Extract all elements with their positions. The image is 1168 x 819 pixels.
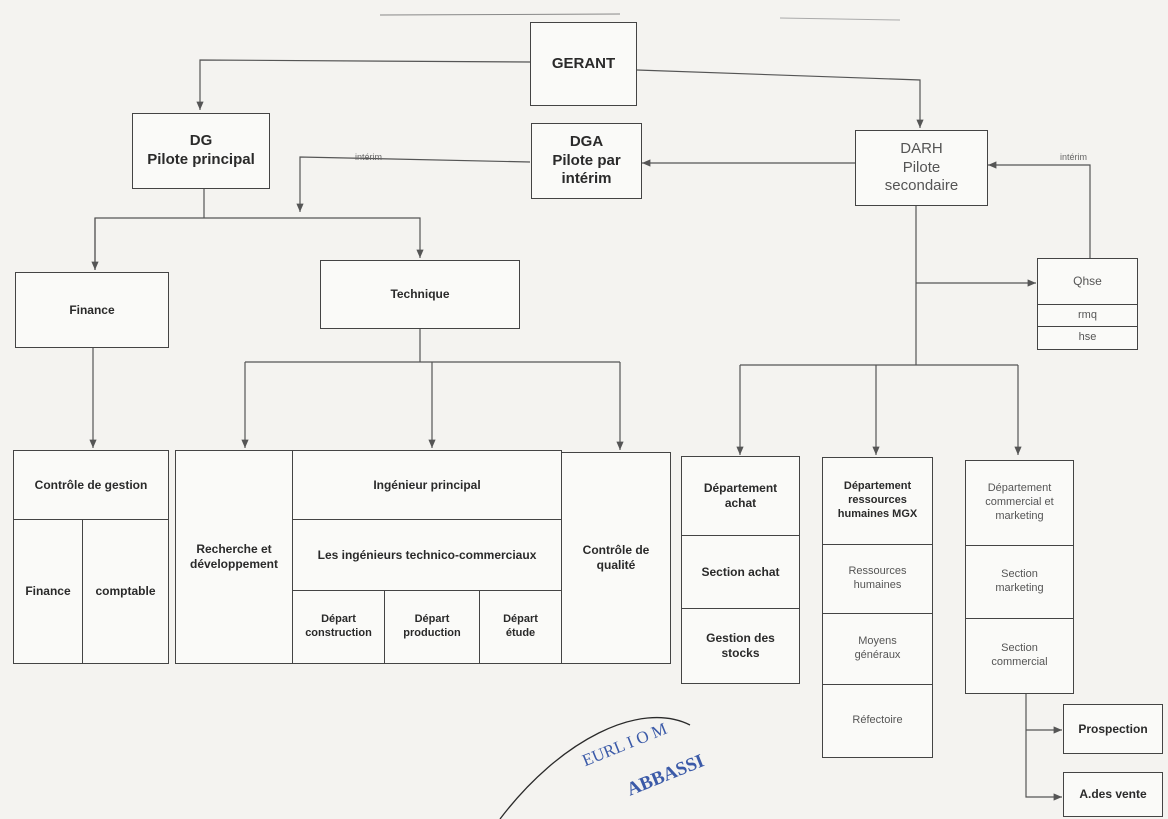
node-dept-commercial-label: Département commercial et marketing [985,482,1054,522]
node-dga-label: DGA Pilote par intérim [552,132,621,188]
node-gerant-label: GERANT [551,54,616,72]
node-darh-label: DARH Pilote secondaire [884,139,959,195]
node-a-des-vente-label: A.des vente [1079,787,1147,801]
node-finance-label: Finance [69,302,115,317]
node-dept-rh: Département ressources humaines MGX [822,457,933,545]
node-depart-construction: Départ construction [292,590,385,664]
node-hse-label: hse [1078,331,1097,344]
node-dga: DGA Pilote par intérim [531,123,642,199]
node-dept-commercial: Département commercial et marketing [965,460,1074,546]
node-a-des-vente: A.des vente [1063,772,1163,817]
node-depart-production: Départ production [384,590,480,664]
node-gestion-stocks: Gestion des stocks [681,608,800,684]
node-recherche: Recherche et développement [175,450,293,664]
node-technique: Technique [320,260,520,329]
node-finance-sub-label: Finance [25,584,71,598]
node-controle-gestion-label: Contrôle de gestion [34,477,148,492]
node-depart-etude: Départ étude [479,590,562,664]
node-comptable-label: comptable [95,584,156,598]
node-darh: DARH Pilote secondaire [855,130,988,206]
node-gestion-stocks-label: Gestion des stocks [706,631,775,660]
interim-label-left: intérim [355,152,383,162]
node-controle-qualite-label: Contrôle de qualité [582,543,650,572]
node-comptable: comptable [82,519,169,664]
node-dept-rh-label: Département ressources humaines MGX [837,480,918,520]
node-section-achat-label: Section achat [701,564,780,579]
node-finance-sub: Finance [13,519,83,664]
node-section-marketing-label: Section marketing [995,568,1044,594]
node-qhse-label: Qhse [1073,274,1102,288]
node-recherche-label: Recherche et développement [189,542,279,571]
node-rmq: rmq [1037,304,1138,327]
interim-label-right: intérim [1060,152,1088,162]
node-ingenieur-principal: Ingénieur principal [292,450,562,520]
node-refectoire: Réfectoire [822,684,933,758]
node-dg: DG Pilote principal [132,113,270,189]
node-section-marketing: Section marketing [965,545,1074,619]
node-ingenieur-principal-label: Ingénieur principal [373,477,481,492]
node-dg-label: DG Pilote principal [147,132,255,168]
node-rh: Ressources humaines [822,544,933,614]
node-technique-label: Technique [390,287,450,301]
node-prospection-label: Prospection [1078,721,1148,736]
node-controle-qualite: Contrôle de qualité [561,452,671,664]
node-dept-achat: Département achat [681,456,800,536]
node-hse: hse [1037,326,1138,350]
node-depart-production-label: Départ production [403,613,461,639]
node-qhse: Qhse [1037,258,1138,305]
node-ingenieurs-tc: Les ingénieurs technico-commerciaux [292,519,562,591]
node-rmq-label: rmq [1078,308,1097,321]
node-rh-label: Ressources humaines [848,565,907,591]
node-gerant: GERANT [530,22,637,106]
node-finance: Finance [15,272,169,348]
node-ingenieurs-tc-label: Les ingénieurs technico-commerciaux [317,547,537,562]
node-section-commercial-label: Section commercial [991,642,1048,668]
node-moyens: Moyens généraux [822,613,933,685]
node-depart-etude-label: Départ étude [503,613,538,639]
node-prospection: Prospection [1063,704,1163,754]
node-dept-achat-label: Département achat [703,481,778,510]
node-section-commercial: Section commercial [965,618,1074,694]
node-moyens-label: Moyens généraux [854,635,901,661]
node-controle-gestion: Contrôle de gestion [13,450,169,520]
node-section-achat: Section achat [681,535,800,609]
node-depart-construction-label: Départ construction [305,613,372,639]
node-refectoire-label: Réfectoire [852,714,903,727]
